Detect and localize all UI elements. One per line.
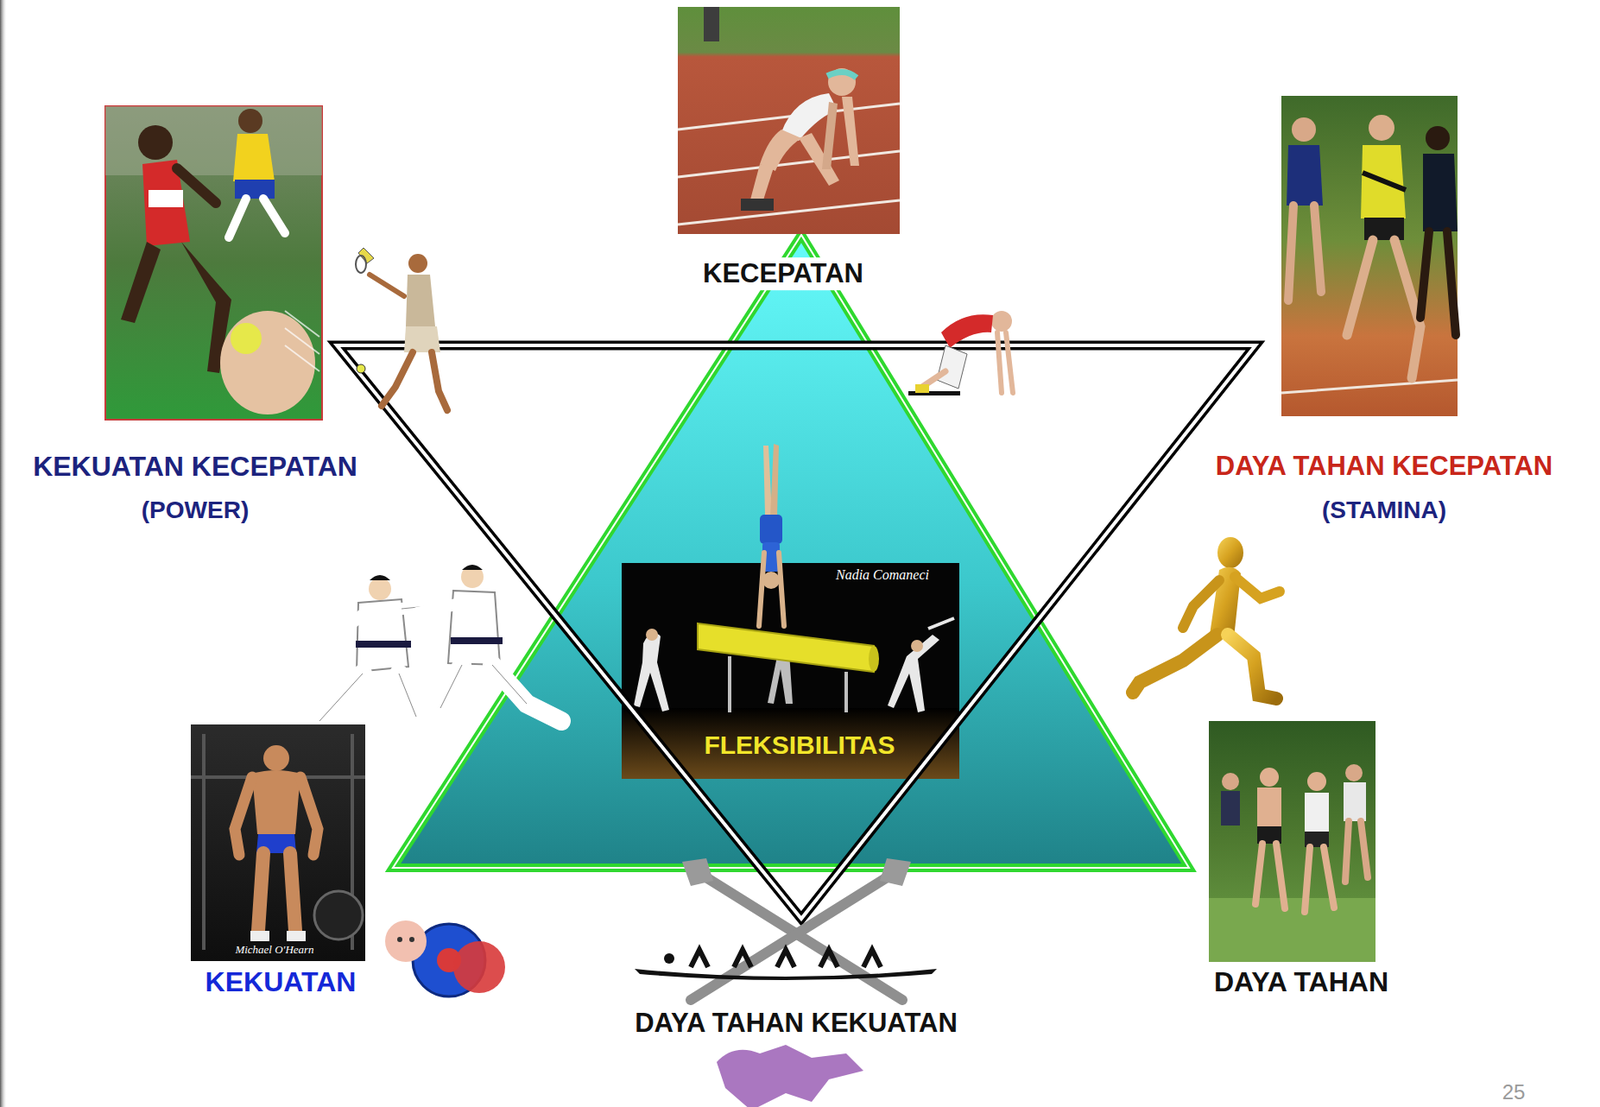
photo-panel: KECEPATAN <box>677 6 900 234</box>
photo-panel: DAYA TAHAN KECEPATAN(STAMINA) <box>1281 95 1458 417</box>
photo-panel: Nadia ComaneciFLEKSIBILITAS <box>621 562 960 779</box>
handstand-gymnast <box>758 443 785 627</box>
caption-sub: (POWER) <box>141 496 249 525</box>
power-photo <box>105 106 323 420</box>
photo-panel: KEKUATAN <box>190 724 366 962</box>
caption: DAYA TAHAN <box>1214 966 1389 999</box>
caption: KEKUATAN <box>205 966 357 999</box>
golden-runner-clipart <box>1132 537 1280 699</box>
tennis-player-clipart <box>355 247 448 411</box>
stamina-photo <box>1281 95 1458 417</box>
photo-credit: Michael O'Hearn <box>234 943 314 957</box>
downward-triangle <box>336 345 1256 919</box>
sprint-start-photo <box>677 6 900 234</box>
cross-country-photo <box>1208 720 1376 962</box>
karate-clipart <box>302 564 562 730</box>
crouching-sprinter-clipart <box>908 310 1013 396</box>
upward-triangle <box>392 234 1189 868</box>
page-number: 25 <box>1502 1080 1526 1105</box>
caption: FLEKSIBILITAS <box>703 730 895 761</box>
caption: DAYA TAHAN KEKUATAN <box>629 1006 963 1040</box>
caption: KECEPATAN <box>697 257 869 291</box>
caption: DAYA TAHAN KECEPATAN <box>1215 450 1553 482</box>
bodybuilder-photo <box>190 724 366 962</box>
frame-shade <box>0 0 7 1107</box>
caption-sub: (STAMINA) <box>1321 496 1447 525</box>
caption: KEKUATAN KECEPATAN <box>32 450 358 483</box>
photo-credit: Nadia Comaneci <box>835 567 930 583</box>
photo-panel: KEKUATAN KECEPATAN(POWER) <box>105 106 323 420</box>
photo-panel: DAYA TAHAN <box>1208 720 1376 962</box>
rowing-clipart <box>634 858 937 1107</box>
weightlifter-clipart <box>385 920 506 997</box>
gymnastics-photo <box>621 562 960 779</box>
